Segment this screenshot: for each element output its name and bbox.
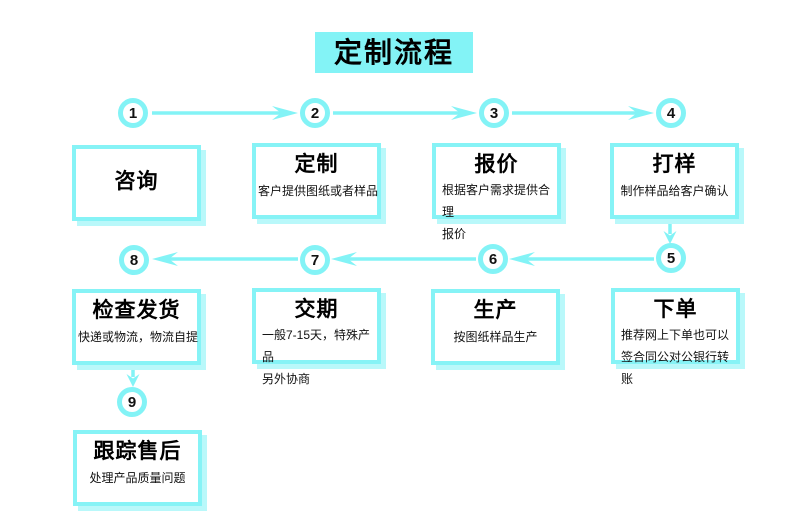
step-circle-5: 5: [656, 243, 686, 273]
step-box-title: 跟踪售后: [93, 440, 182, 463]
arrow-7-to-8-icon: [152, 249, 298, 269]
step-number: 7: [310, 251, 320, 269]
step-number: 4: [666, 104, 676, 122]
step-box-desc: 根据客户需求提供合理 报价: [442, 183, 551, 241]
step-circle-2: 2: [300, 98, 330, 128]
step-box-sampling: 打样 制作样品给客户确认: [610, 143, 739, 219]
step-box-title: 定制: [294, 153, 339, 176]
step-number: 5: [666, 249, 676, 267]
step-box-desc: 一般7-15天，特殊产品 另外协商: [262, 328, 371, 386]
step-box-consult: 咨询: [72, 145, 201, 221]
step-circle-1: 1: [118, 98, 148, 128]
arrow-5-to-6-icon: [509, 249, 654, 269]
step-circle-8: 8: [119, 245, 149, 275]
step-box-check-ship: 检查发货 快递或物流，物流自提: [72, 289, 201, 365]
step-box-desc: 快递或物流，物流自提: [78, 330, 199, 344]
step-box-production: 生产 按图纸样品生产: [431, 289, 560, 365]
step-number: 1: [128, 104, 138, 122]
step-box-after-sales: 跟踪售后 处理产品质量问题: [73, 430, 202, 506]
step-box-delivery-time: 交期 一般7-15天，特殊产品 另外协商: [252, 288, 381, 386]
arrow-6-to-7-icon: [331, 249, 476, 269]
step-circle-4: 4: [656, 98, 686, 128]
step-box-title: 打样: [652, 153, 697, 176]
step-number: 9: [127, 393, 137, 411]
step-box-desc: 推荐网上下单也可以 签合同公对公银行转账: [621, 328, 730, 386]
arrow-3-to-4-icon: [512, 103, 654, 123]
step-box-title: 下单: [653, 298, 698, 321]
page-title: 定制流程: [315, 32, 473, 73]
step-box-quote: 报价 根据客户需求提供合理 报价: [432, 143, 561, 241]
arrow-8-to-9-icon: [123, 363, 143, 387]
step-box-order: 下单 推荐网上下单也可以 签合同公对公银行转账: [611, 288, 740, 386]
step-box-desc: 制作样品给客户确认: [620, 184, 729, 198]
step-box-title: 报价: [474, 153, 519, 176]
step-number: 8: [129, 251, 139, 269]
step-circle-7: 7: [300, 245, 330, 275]
step-box-customize: 定制 客户提供图纸或者样品: [252, 143, 381, 219]
step-number: 6: [488, 250, 498, 268]
arrow-4-to-5-icon: [660, 218, 680, 244]
step-box-desc: 处理产品质量问题: [89, 471, 186, 485]
step-box-title: 生产: [473, 299, 518, 322]
step-box-desc: 客户提供图纸或者样品: [258, 184, 379, 198]
step-box-title: 咨询: [114, 170, 159, 193]
step-number: 2: [310, 104, 320, 122]
arrow-2-to-3-icon: [333, 103, 477, 123]
step-number: 3: [489, 104, 499, 122]
step-circle-3: 3: [479, 98, 509, 128]
step-circle-9: 9: [117, 387, 147, 417]
step-box-title: 交期: [294, 298, 339, 321]
step-circle-6: 6: [478, 244, 508, 274]
arrow-1-to-2-icon: [152, 103, 298, 123]
step-box-title: 检查发货: [92, 299, 181, 322]
step-box-desc: 按图纸样品生产: [453, 330, 538, 344]
